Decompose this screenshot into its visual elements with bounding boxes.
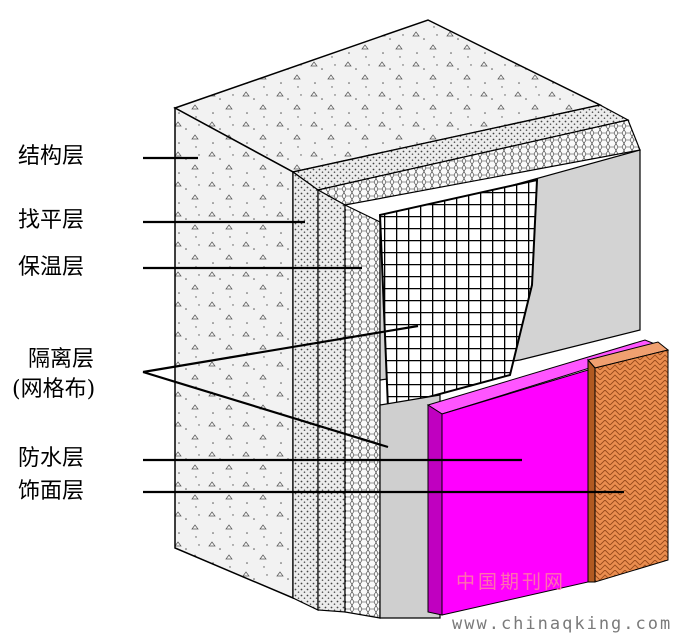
label-leveling: 找平层: [18, 208, 85, 233]
label-isolation: 隔离层: [28, 347, 95, 372]
base-plate: [379, 394, 441, 619]
watermark-cn: 中国期刊网: [456, 571, 567, 593]
label-finish: 饰面层: [18, 479, 85, 504]
label-insulation: 保温层: [18, 255, 85, 280]
label-isolation-sub: (网格布): [12, 377, 96, 402]
insulation-layer: [316, 119, 641, 619]
leader-lines: [142, 156, 624, 494]
structure-layer: [173, 19, 603, 600]
finish-layer: [587, 341, 670, 583]
label-waterproof: 防水层: [18, 446, 85, 471]
watermark-url: www.chinaqking.com: [452, 614, 673, 634]
label-structure: 结构层: [18, 144, 85, 169]
isolation-mesh: [378, 178, 539, 410]
leveling-layer: [291, 104, 630, 611]
